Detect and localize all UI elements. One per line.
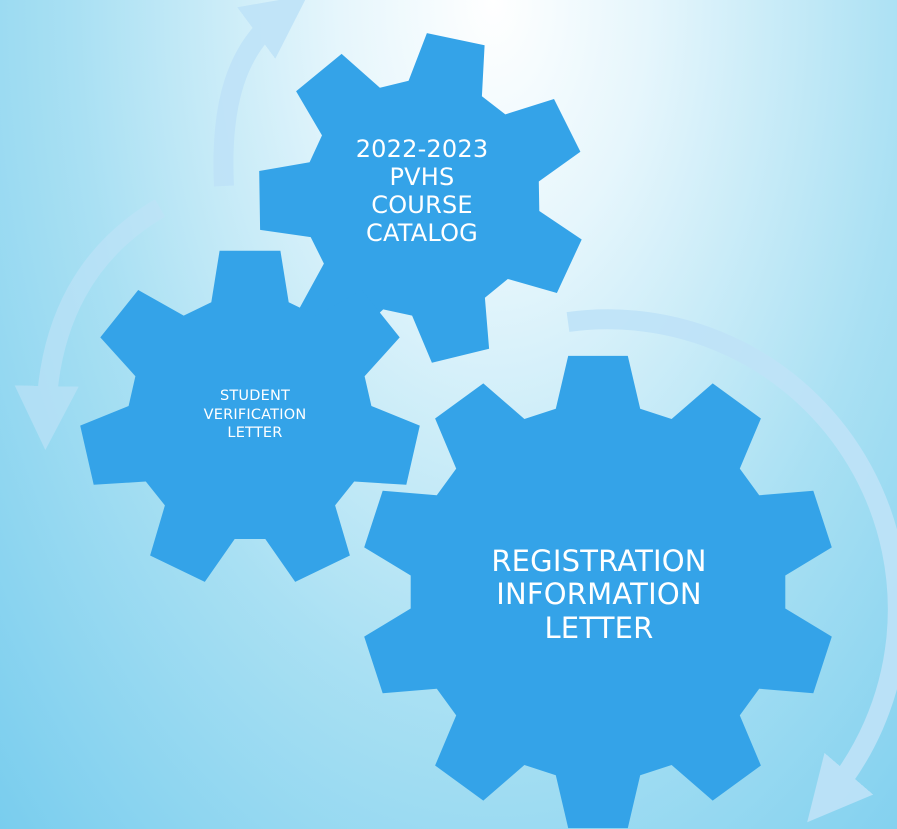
gear-student [80, 250, 420, 582]
cycle-arrow-left [14, 199, 166, 450]
gear-registration [364, 355, 832, 829]
gear-catalog [259, 33, 582, 363]
cycle-arrow-right [566, 309, 897, 823]
cycle-arrow-top [213, 0, 308, 187]
